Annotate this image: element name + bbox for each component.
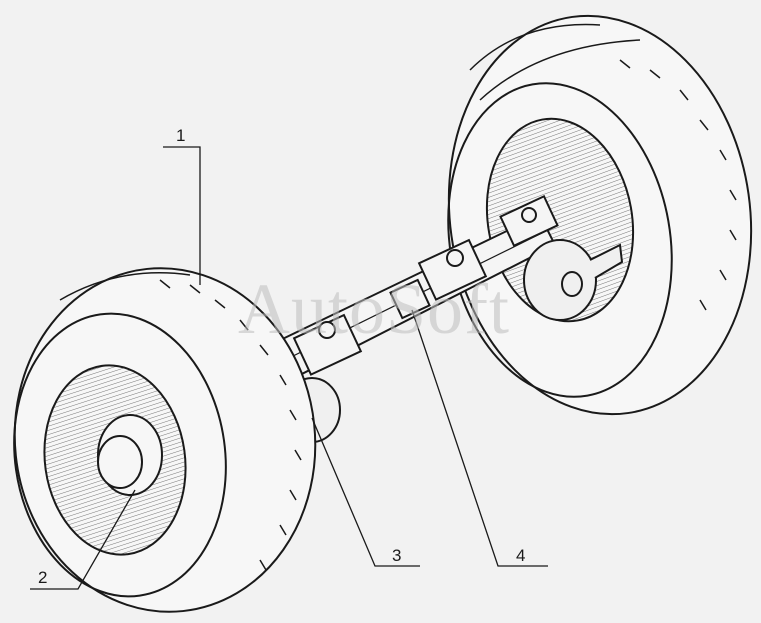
- mount-hole-1: [318, 321, 336, 339]
- mount-hole-2: [446, 249, 464, 267]
- front-wheel: [13, 267, 317, 613]
- callout-4: 4: [516, 546, 526, 565]
- right-hub-disc: [523, 239, 597, 321]
- leader-line-2: [30, 489, 136, 590]
- rear-wheel: [447, 14, 753, 416]
- watermark-logo: AutoSoft: [238, 269, 511, 349]
- leader-lines: [30, 146, 548, 590]
- rear-tread-pattern: [469, 23, 737, 311]
- right-hub: [523, 239, 624, 321]
- axle-beam: [268, 195, 559, 382]
- front-tread-pattern: [59, 272, 302, 571]
- right-stub-shaft: [589, 243, 624, 279]
- mount-hole-3: [521, 207, 537, 223]
- callout-1: 1: [176, 126, 186, 145]
- callout-2: 2: [38, 568, 48, 587]
- mount-bracket-2: [417, 238, 488, 301]
- axle-block: [389, 278, 431, 320]
- right-hub-bolt: [561, 271, 583, 297]
- callout-3: 3: [392, 546, 402, 565]
- leader-line-1: [163, 146, 201, 285]
- leader-line-4: [411, 309, 548, 567]
- front-hub-face: [97, 435, 143, 489]
- leader-line-3: [311, 417, 420, 567]
- front-tire-sidewall: [13, 312, 227, 598]
